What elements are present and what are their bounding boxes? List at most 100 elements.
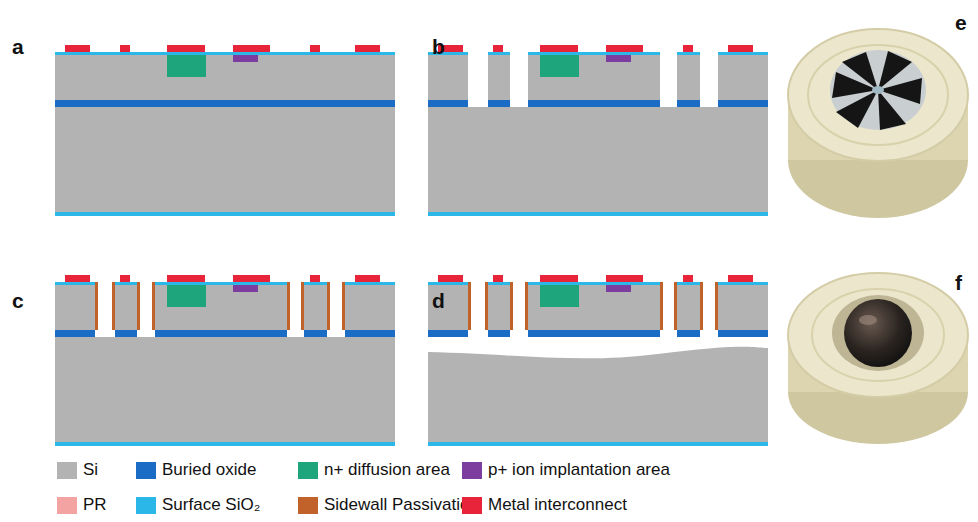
cross-section-d-part-part — [510, 282, 513, 330]
cross-section-d — [428, 274, 768, 446]
cross-section-b-part-part — [728, 45, 753, 52]
legend-text: Si — [83, 461, 98, 480]
cross-section-d-part-part — [525, 282, 528, 330]
legend-entry: n+ diffusion area — [298, 461, 450, 480]
cross-section-a-part — [65, 45, 380, 52]
photo-f-part — [812, 289, 944, 381]
legend-text: Buried oxide — [162, 461, 257, 480]
legend-swatch — [57, 462, 77, 479]
cross-section-b-part-part — [468, 44, 488, 107]
cross-section-d-part — [428, 347, 768, 442]
cross-section-c-part-part — [233, 275, 270, 282]
legend-text: n+ diffusion area — [324, 461, 450, 480]
cross-section-c-part — [233, 285, 258, 292]
panel-letter: d — [432, 290, 445, 311]
cross-section-b-part — [468, 44, 718, 107]
cross-section-b-part — [428, 212, 768, 216]
cross-section-c-part-part — [310, 275, 320, 282]
cross-section-c-part — [95, 282, 345, 330]
cross-section-a-part — [55, 212, 395, 216]
cross-section-d-part-part — [493, 275, 503, 282]
cross-section-d-part — [606, 285, 631, 292]
legend-swatch — [298, 497, 318, 514]
photo-f-part — [788, 273, 968, 397]
panel-letter: b — [432, 36, 445, 57]
cross-section-b-part — [606, 55, 631, 62]
cross-section-a-part-part — [355, 45, 380, 52]
panel-letter: f — [955, 272, 962, 293]
cross-section-d-part-part — [700, 282, 703, 330]
cross-section-c-part-part — [301, 282, 304, 330]
legend-entry: p+ ion implantation area — [462, 461, 670, 480]
cross-section-a-part — [55, 52, 395, 55]
legend-swatch — [136, 497, 156, 514]
legend-swatch — [298, 462, 318, 479]
cross-section-d-part-part — [660, 274, 677, 337]
legend-text: Metal interconnect — [488, 496, 627, 515]
cross-section-d-part-part — [468, 274, 488, 337]
photo-f-part — [832, 295, 924, 371]
panel-letter: e — [955, 12, 967, 33]
cross-section-b-part-part — [683, 45, 693, 52]
cross-section-a-part-part — [310, 45, 320, 52]
cross-section-c-part-part — [327, 282, 330, 330]
cross-section-d-part-part — [468, 282, 471, 330]
cross-section-c-part-part — [95, 282, 98, 330]
cross-section-d-part-part — [540, 275, 578, 282]
cross-section-b-part-part — [493, 45, 503, 52]
legend-entry: Si — [57, 461, 98, 480]
legend-entry: PR — [57, 496, 107, 515]
cross-section-c-part — [167, 285, 206, 307]
cross-section-d-part-part — [606, 275, 643, 282]
legend-swatch — [462, 497, 482, 514]
legend-entry: Buried oxide — [136, 461, 257, 480]
panel-letter: a — [12, 36, 24, 57]
cross-section-c-part-part — [287, 274, 304, 337]
cross-section-b — [428, 44, 768, 216]
photo-e-part — [830, 50, 926, 130]
legend-swatch — [136, 462, 156, 479]
cross-section-d-part-part — [660, 282, 663, 330]
cross-section-d-part-part — [674, 282, 677, 330]
cross-section-a-part-part — [120, 45, 130, 52]
cross-section-d-part-part — [485, 282, 488, 330]
cross-section-d-part-part — [728, 275, 753, 282]
cross-section-c-part — [95, 274, 345, 337]
cross-section-c-part-part — [355, 275, 380, 282]
cross-section-d-part-part — [715, 282, 718, 330]
legend-entry: Metal interconnect — [462, 496, 627, 515]
cross-section-c-part-part — [152, 282, 155, 330]
legend-text: PR — [83, 496, 107, 515]
cross-section-d-part — [540, 285, 579, 307]
cross-section-d-part — [468, 282, 718, 330]
panel-letter: c — [12, 290, 24, 311]
cross-section-d-part-part — [700, 274, 718, 337]
cross-section-a-part — [55, 107, 395, 212]
cross-section-c-part-part — [95, 274, 115, 337]
cross-section-d-part-part — [510, 274, 528, 337]
cross-section-c-part — [55, 442, 395, 446]
cross-section-c-part-part — [65, 275, 90, 282]
cross-section-c-part-part — [112, 282, 115, 330]
cross-section-b-part-part — [606, 45, 643, 52]
legend-text: p+ ion implantation area — [488, 461, 670, 480]
photo-e-part — [788, 29, 968, 161]
cross-section-b-part-part — [700, 44, 718, 107]
cross-section-c-part-part — [137, 274, 155, 337]
photo-e-part — [872, 86, 884, 94]
photo-e-part-part — [878, 90, 906, 130]
photo-e — [788, 29, 968, 218]
cross-section-d-part-part — [683, 275, 693, 282]
cross-section-a-part-part — [167, 45, 205, 52]
photo-f-part — [844, 299, 912, 367]
cross-section-a-part — [55, 55, 395, 100]
cross-section-b-part — [428, 107, 768, 212]
legend-text: Sidewall Passivation — [324, 496, 479, 515]
legend-entry: Surface SiO₂ — [136, 496, 260, 515]
legend-swatch — [57, 497, 77, 514]
cross-section-b-part-part — [660, 44, 677, 107]
cross-section-d-part — [428, 442, 768, 446]
cross-section-a-part-part — [233, 45, 270, 52]
